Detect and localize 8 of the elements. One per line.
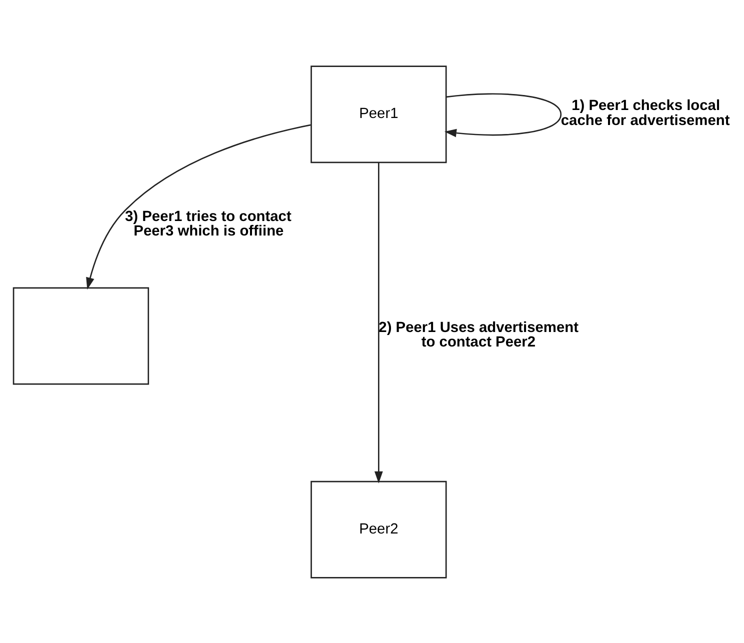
edge-label: 1) Peer1 checks local cache for advertisement (560, 98, 730, 128)
arrow (86, 124, 311, 290)
arrow (444, 92, 562, 137)
node-box: Peer2 (310, 480, 447, 578)
node-box: Peer1 (310, 65, 447, 163)
edge-label: 3) Peer1 tries to contact Peer3 which is offiine (125, 208, 292, 240)
node-box (12, 286, 150, 384)
arrow (374, 162, 383, 483)
